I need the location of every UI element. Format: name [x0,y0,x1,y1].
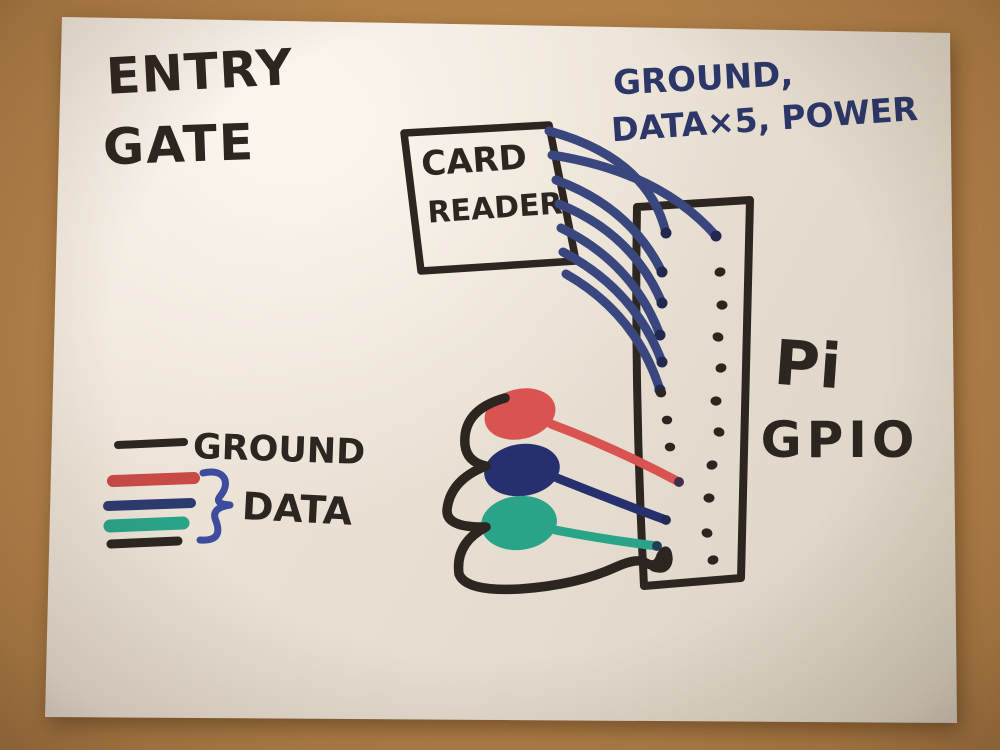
card-reader-wire-bundle [544,126,722,396]
card-wire [558,247,667,367]
ground-wire [442,393,673,595]
legend-line [103,516,190,533]
card-wire-tip [656,266,668,278]
card-wire [551,175,667,277]
teal-wire [550,525,662,551]
colored-component-wires [481,388,684,551]
note-line1: GROUND, [612,54,794,103]
gpio-pin-dot [703,493,715,503]
gpio-pin-dot [713,427,725,437]
card-wire-tip [660,227,672,239]
pi-label: Pi [772,326,844,403]
gpio-pin-dot [716,300,728,310]
navy-wire [552,473,671,525]
navy-wire-tip [661,515,671,525]
teal-wire-blob [481,495,557,551]
card-reader-label-2: READER [426,186,563,230]
teal-wire-tip [652,541,662,551]
gpio-pin-dot [710,396,722,406]
gpio-pin-dot [701,528,713,538]
gpio-pin-dots [655,267,728,565]
card-wire [554,199,667,308]
navy-wire-blob [484,443,560,497]
legend-line [106,536,183,549]
legend-swatch-lines [103,438,200,549]
gpio-label: GPIO [761,411,920,469]
legend-line [114,438,188,449]
card-wire-tip [654,329,666,341]
card-wire [561,269,665,395]
legend-ground-label: GROUND [192,427,365,473]
title-gate: GATE [102,113,256,176]
card-wire-tip [656,297,668,309]
legend-line [103,498,196,511]
gpio-pin-dot [664,442,676,452]
red-wire-tip [674,477,684,487]
legend-data-label: DATA [241,484,354,534]
gpio-pin-dot [712,332,724,342]
red-wire [546,419,684,487]
legend-line [107,472,200,487]
gpio-pin-dot [715,363,727,373]
gpio-pin-dot [714,267,726,277]
gpio-pin-dot [661,415,673,425]
gpio-pin-dot [707,555,719,565]
legend-brace [196,468,234,544]
gpio-pin-dot [706,460,718,470]
card-wire [547,150,721,241]
red-wire-blob [484,388,556,440]
card-wire [556,223,665,340]
title-entry: ENTRY [105,38,295,106]
card-wire-tip [656,356,668,368]
gpio-pin-dot [655,388,667,398]
card-reader-label-1: CARD [420,137,528,184]
card-wire-tip [710,230,722,242]
card-wire [544,126,671,238]
